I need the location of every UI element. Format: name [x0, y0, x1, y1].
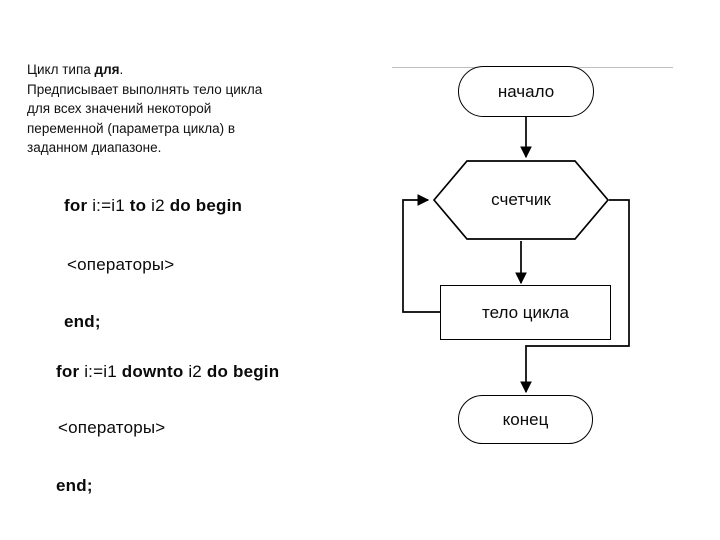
flowchart-node-loop-body-label: тело цикла: [481, 302, 569, 322]
description-text: Цикл типа для. Предписывает выполнять те…: [27, 60, 357, 158]
keyword-do-begin-1: do begin: [169, 196, 243, 215]
connector-body-loopback-to-counter: [402, 194, 440, 313]
code-operators-1: <операторы>: [67, 255, 175, 274]
description-lead-plain: Цикл типа: [27, 62, 95, 77]
keyword-do-begin-2: do begin: [206, 362, 280, 381]
description-line-2: для всех значений некоторой: [27, 101, 212, 116]
flowchart-node-loop-body[interactable]: тело цикла: [440, 285, 611, 340]
flowchart-node-start[interactable]: начало: [458, 66, 594, 117]
connector-counter-exit-to-end: [520, 199, 630, 394]
code-operators-2: <операторы>: [58, 418, 166, 437]
flowchart-node-end[interactable]: конец: [458, 395, 593, 444]
description-line-3: переменной (параметра цикла) в: [27, 120, 236, 136]
keyword-downto: downto: [121, 362, 184, 381]
code-end-2: end;: [56, 476, 93, 495]
flowchart-node-end-label: конец: [502, 409, 549, 429]
description-line-4: заданном диапазоне.: [27, 140, 162, 155]
loop-var-2: i:=i1: [79, 362, 122, 381]
loop-limit-2: i2: [183, 362, 207, 381]
code-end-1: end;: [64, 312, 101, 331]
flowchart-node-start-label: начало: [497, 81, 555, 101]
keyword-for-2: for: [56, 362, 80, 381]
flowchart-node-counter-label: счетчик: [491, 190, 551, 209]
description-title-line: Цикл типа для.: [27, 60, 357, 80]
description-lead-tail: .: [119, 62, 124, 77]
keyword-to: to: [129, 196, 147, 215]
description-lead-bold: для: [94, 62, 120, 77]
code-header-for-to: for i:=i1 to i2 do begin: [64, 196, 242, 216]
flowchart-node-counter[interactable]: счетчик: [433, 159, 609, 241]
description-line-1: Предписывает выполнять тело цикла: [27, 81, 263, 97]
code-header-for-downto: for i:=i1 downto i2 do begin: [56, 362, 279, 382]
loop-var-1: i:=i1: [87, 196, 130, 215]
loop-limit-1: i2: [146, 196, 170, 215]
hexagon-shape: [433, 160, 609, 240]
keyword-for-1: for: [64, 196, 88, 215]
